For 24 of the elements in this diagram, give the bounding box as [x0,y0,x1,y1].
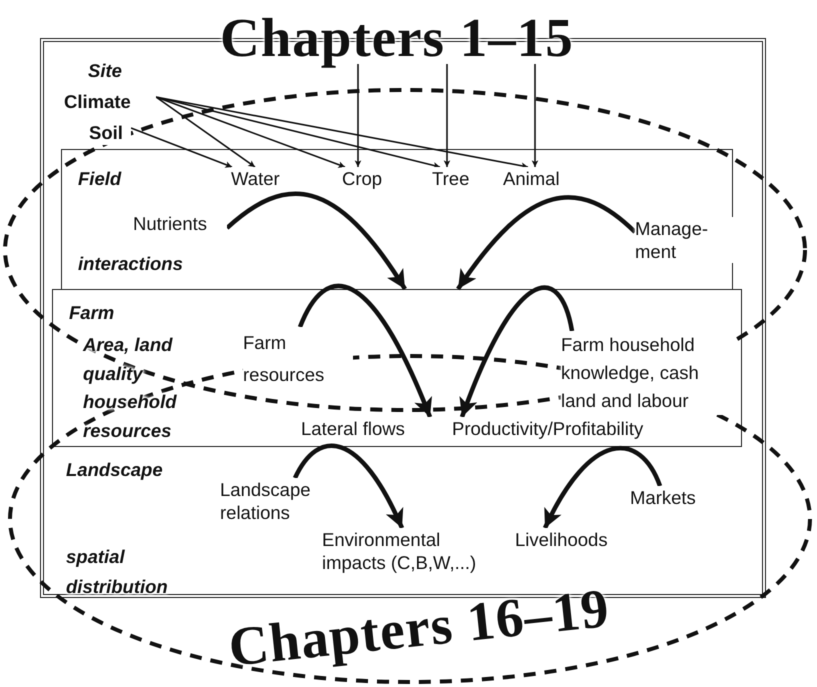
section-box [61,149,733,290]
arrow [298,284,432,418]
arrow [543,446,662,530]
arrow [156,96,528,170]
arrow [532,64,538,167]
node-label: Farm household knowledge, cash land and labour [561,331,731,415]
section-heading: Field [78,167,122,190]
section-heading: Farm [69,301,116,324]
section-heading: Site [88,59,123,82]
arrow [130,127,232,168]
chapter-heading: Chapters 16–19 [226,582,610,674]
section-subheading: Landscape [66,458,164,481]
node-label: Manage- ment [635,217,733,263]
arrow [156,96,346,168]
arrow [156,96,256,168]
arrow [293,444,404,529]
arrow [156,96,440,169]
arrow [226,192,407,290]
section-subheading: interactions [78,252,184,275]
section-box [52,289,742,447]
arrow [444,64,450,167]
section-subheading: spatial distribution [66,545,169,599]
arrow [354,64,362,167]
arrow [460,286,574,418]
